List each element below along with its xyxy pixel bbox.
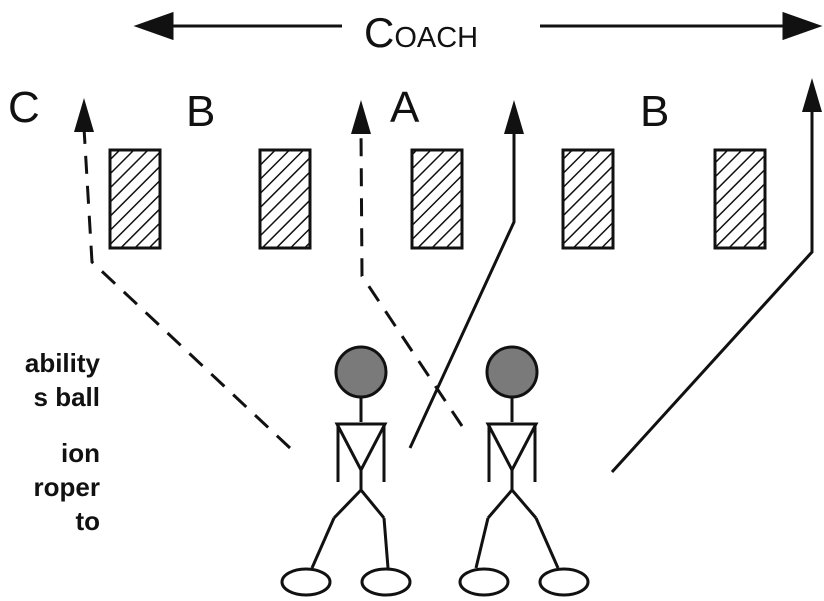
player-foot [280, 567, 332, 597]
coach-arrow [133, 11, 823, 41]
blocking-dummies [108, 148, 767, 250]
solid-route-b [610, 78, 822, 474]
zone-label-b-left: B [186, 87, 216, 136]
coach-label: Coach [364, 9, 479, 56]
player-foot [538, 567, 590, 597]
player-figure-left [280, 345, 412, 597]
player-head [485, 345, 539, 399]
dummy-5 [713, 148, 767, 250]
zone-label-c: C [8, 83, 40, 132]
side-caption-line: ability [24, 348, 100, 378]
player-head [334, 345, 388, 399]
side-caption-text: ability s ball ion roper to [0, 346, 100, 538]
dashed-route-c [74, 98, 292, 450]
zone-label-b-right: B [640, 87, 670, 136]
side-caption-line: ion [61, 438, 100, 468]
dummy-1 [108, 148, 162, 250]
dummy-2 [258, 148, 312, 250]
dashed-route-a [351, 100, 464, 427]
player-figure-right [458, 345, 590, 597]
solid-route-a [408, 100, 524, 449]
player-foot [458, 567, 510, 597]
side-caption-line: s ball [33, 382, 100, 412]
zone-label-a: A [390, 83, 420, 132]
side-caption-line: roper [33, 472, 100, 502]
player-foot [360, 567, 412, 597]
dummy-3 [410, 148, 464, 250]
side-caption-line: to [75, 506, 100, 536]
dummy-4 [561, 148, 615, 250]
